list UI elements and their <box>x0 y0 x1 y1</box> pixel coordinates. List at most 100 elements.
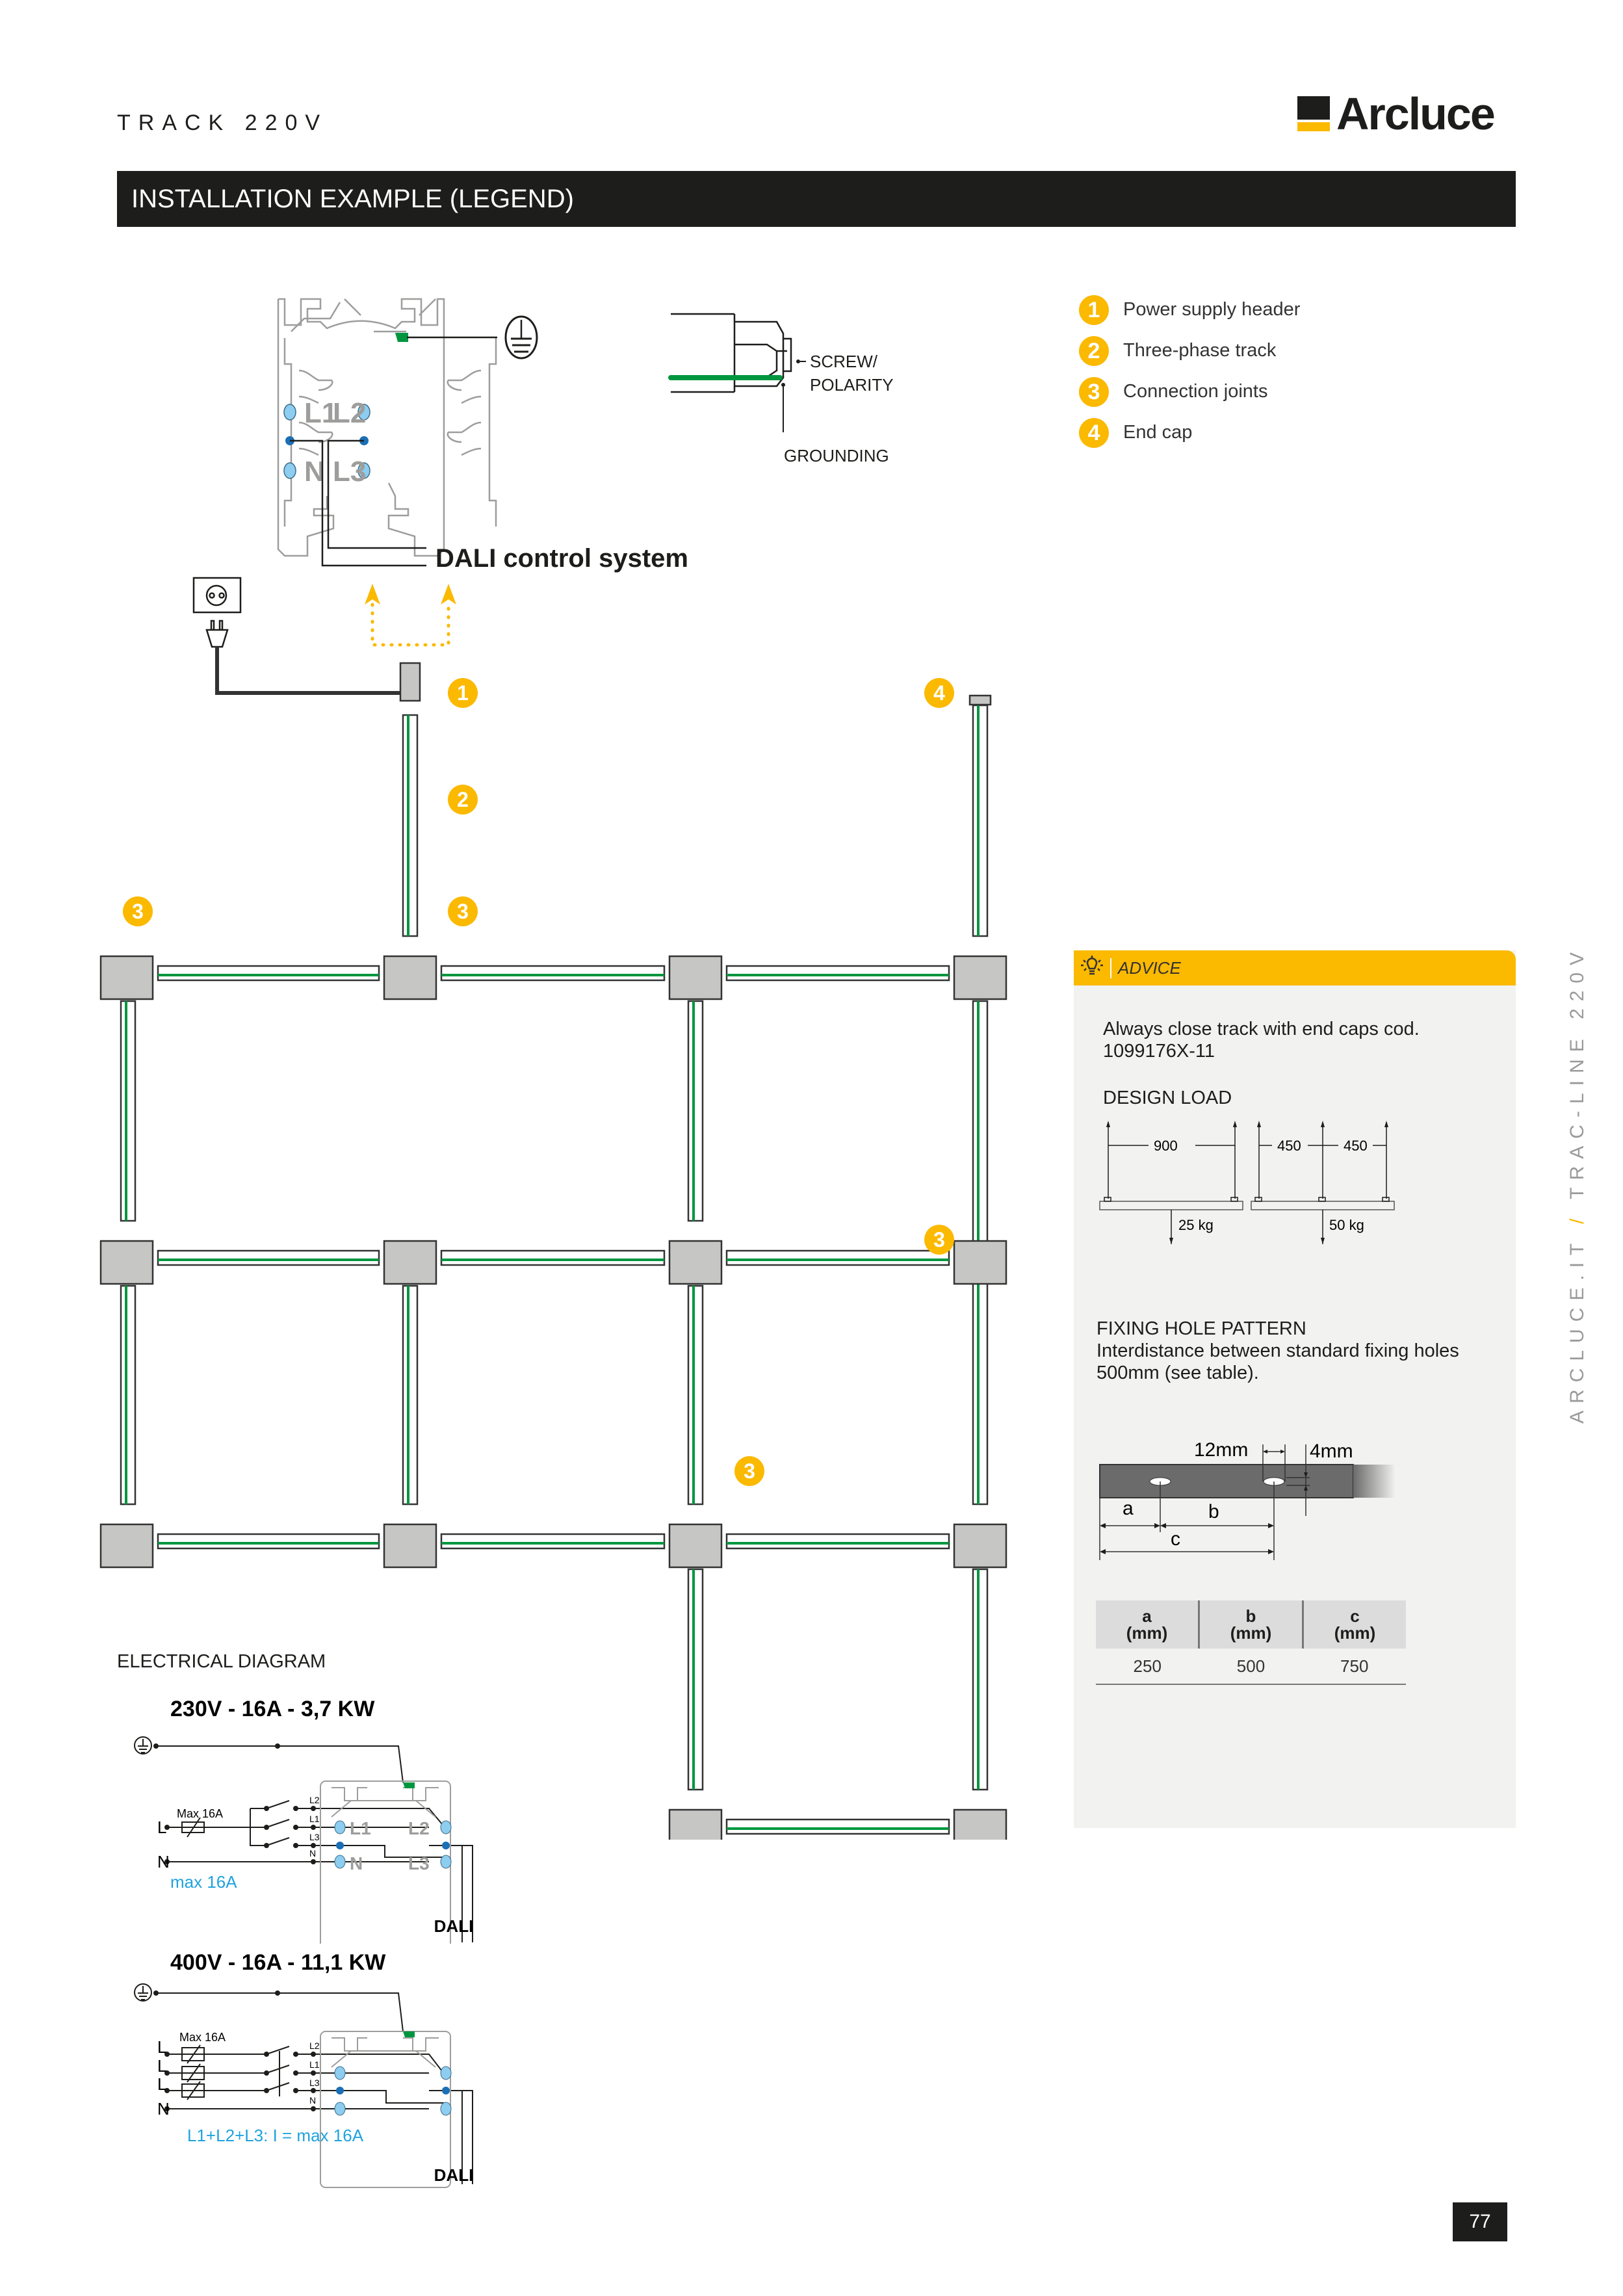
input-label: L <box>157 2056 166 2076</box>
table-header: b(mm) <box>1198 1600 1303 1649</box>
track-segment <box>157 1533 380 1550</box>
diagram-title: 400V - 16A - 11,1 KW <box>170 1950 386 1975</box>
current-note: L1+L2+L3: I = max 16A <box>187 2126 364 2145</box>
legend-label: Connection joints <box>1123 381 1268 402</box>
load-span-900: 900 <box>1154 1138 1178 1154</box>
fixing-text-line: 500mm (see table). <box>1097 1363 1259 1383</box>
track-segment <box>440 965 666 982</box>
side-text: ARCLUCE.IT / TRAC-LINE 220V <box>1566 945 1589 1424</box>
hole-diameter-label: 12mm <box>1194 1439 1248 1461</box>
dali-wire <box>327 439 426 549</box>
line-label: L2 <box>309 1795 320 1805</box>
line-label: N <box>309 2095 316 2106</box>
legend-label: Three-phase track <box>1123 340 1277 361</box>
track-profile-small <box>320 1781 451 1944</box>
load-span-450-left: 450 <box>1277 1138 1301 1154</box>
track-segment <box>972 1568 989 1791</box>
table-header: a(mm) <box>1096 1600 1199 1649</box>
callout-badge: 1 <box>448 678 478 708</box>
track-segments <box>120 704 989 1835</box>
joint <box>953 955 1007 1000</box>
track-segment <box>157 1249 380 1266</box>
track-profile-diagram: L1 L2 N L3 DALI control system SCREW/ PO… <box>277 298 894 573</box>
number-badge: 2 <box>1079 335 1109 366</box>
number-badge: 4 <box>1079 417 1109 448</box>
design-load-diagram: 900 450 450 25 kg 50 kg <box>1099 1121 1395 1244</box>
contact-label: L2 <box>408 1818 430 1838</box>
advice-header: ADVICE <box>1074 950 1516 985</box>
fixing-hole-diagram: 12mm 4mm a b c <box>1099 1439 1396 1560</box>
dali-arrows <box>365 584 456 605</box>
table-row: 250 500 750 <box>1096 1649 1406 1685</box>
contact-label: L3 <box>408 1853 430 1873</box>
screw-polarity-label: POLARITY <box>810 375 894 395</box>
input-label: L <box>157 1818 166 1837</box>
joint <box>953 1240 1007 1285</box>
fixing-hole-section: FIXING HOLE PATTERN Interdistance betwee… <box>1097 1318 1459 1384</box>
power-supply-header <box>399 662 421 702</box>
contact-label: L1 <box>350 1818 371 1838</box>
callout-badge: 3 <box>123 896 153 926</box>
legend-item: 2 Three-phase track <box>1079 330 1300 371</box>
brand-logo: Arcluce <box>1297 91 1496 137</box>
joint <box>383 955 437 1000</box>
dim-a: a <box>1123 1498 1134 1519</box>
load-value-25kg: 25 kg <box>1178 1217 1214 1233</box>
callout-badge: 3 <box>924 1225 954 1255</box>
track-segment <box>972 704 989 937</box>
joint <box>383 1240 437 1285</box>
page-number: 77 <box>1453 2202 1507 2241</box>
joint <box>99 1523 154 1569</box>
track-segment <box>120 1000 136 1222</box>
track-segment <box>725 965 950 982</box>
contact-points <box>283 404 370 479</box>
input-label: L <box>157 2037 166 2057</box>
callout-number: 3 <box>933 1228 945 1251</box>
end-cap <box>968 694 992 706</box>
dali-wire <box>290 439 426 567</box>
contact-label-l1: L1 <box>304 397 337 429</box>
separator: / <box>1566 1211 1588 1224</box>
track-segment <box>440 1533 666 1550</box>
track-segment <box>157 965 380 982</box>
input-label: L <box>157 2074 166 2094</box>
dim-c: c <box>1171 1528 1180 1550</box>
line-label: L3 <box>309 2078 320 2088</box>
line-label: L2 <box>309 2041 320 2051</box>
joint <box>99 955 154 1000</box>
ground-contact-green <box>395 333 408 342</box>
advice-text-line: Always close track with end caps cod. <box>1103 1019 1420 1039</box>
ground-symbol-icon <box>134 1736 152 1755</box>
joint <box>99 1240 154 1285</box>
fixing-heading: FIXING HOLE PATTERN <box>1097 1318 1306 1339</box>
callout-number: 3 <box>132 900 144 923</box>
joint <box>953 1523 1007 1569</box>
track-segment <box>687 1285 704 1506</box>
electrical-diagram-400v: 400V - 16A - 11,1 KW Max 16A L L L N L2 … <box>134 1950 473 2188</box>
plug-icon <box>205 620 229 648</box>
advice-text-line: 1099176X-11 <box>1103 1041 1215 1062</box>
contact-label: N <box>350 1853 363 1873</box>
connection-joints <box>99 694 1007 1840</box>
fixing-text-line: Interdistance between standard fixing ho… <box>1097 1340 1459 1361</box>
callout-number: 2 <box>457 788 469 811</box>
table-header-row: a(mm) b(mm) c(mm) <box>1096 1600 1406 1649</box>
ground-symbol-icon <box>134 1983 152 2002</box>
track-segment <box>402 714 419 937</box>
contact-label-l2: L2 <box>333 397 366 429</box>
callout-number: 3 <box>457 900 469 923</box>
screw-polarity-label: SCREW/ <box>810 352 878 371</box>
feed-connector <box>671 313 792 393</box>
power-cable <box>215 647 411 695</box>
line-label: L1 <box>309 1814 320 1824</box>
input-label: N <box>157 2099 170 2119</box>
track-segment <box>687 1568 704 1791</box>
fuse-label: Max 16A <box>177 1807 223 1820</box>
line-label: L1 <box>309 2059 320 2070</box>
joint <box>668 1240 723 1285</box>
callout-badge: 3 <box>448 896 478 926</box>
thickness-label: 4mm <box>1310 1441 1353 1462</box>
contact-label-n: N <box>304 456 325 488</box>
